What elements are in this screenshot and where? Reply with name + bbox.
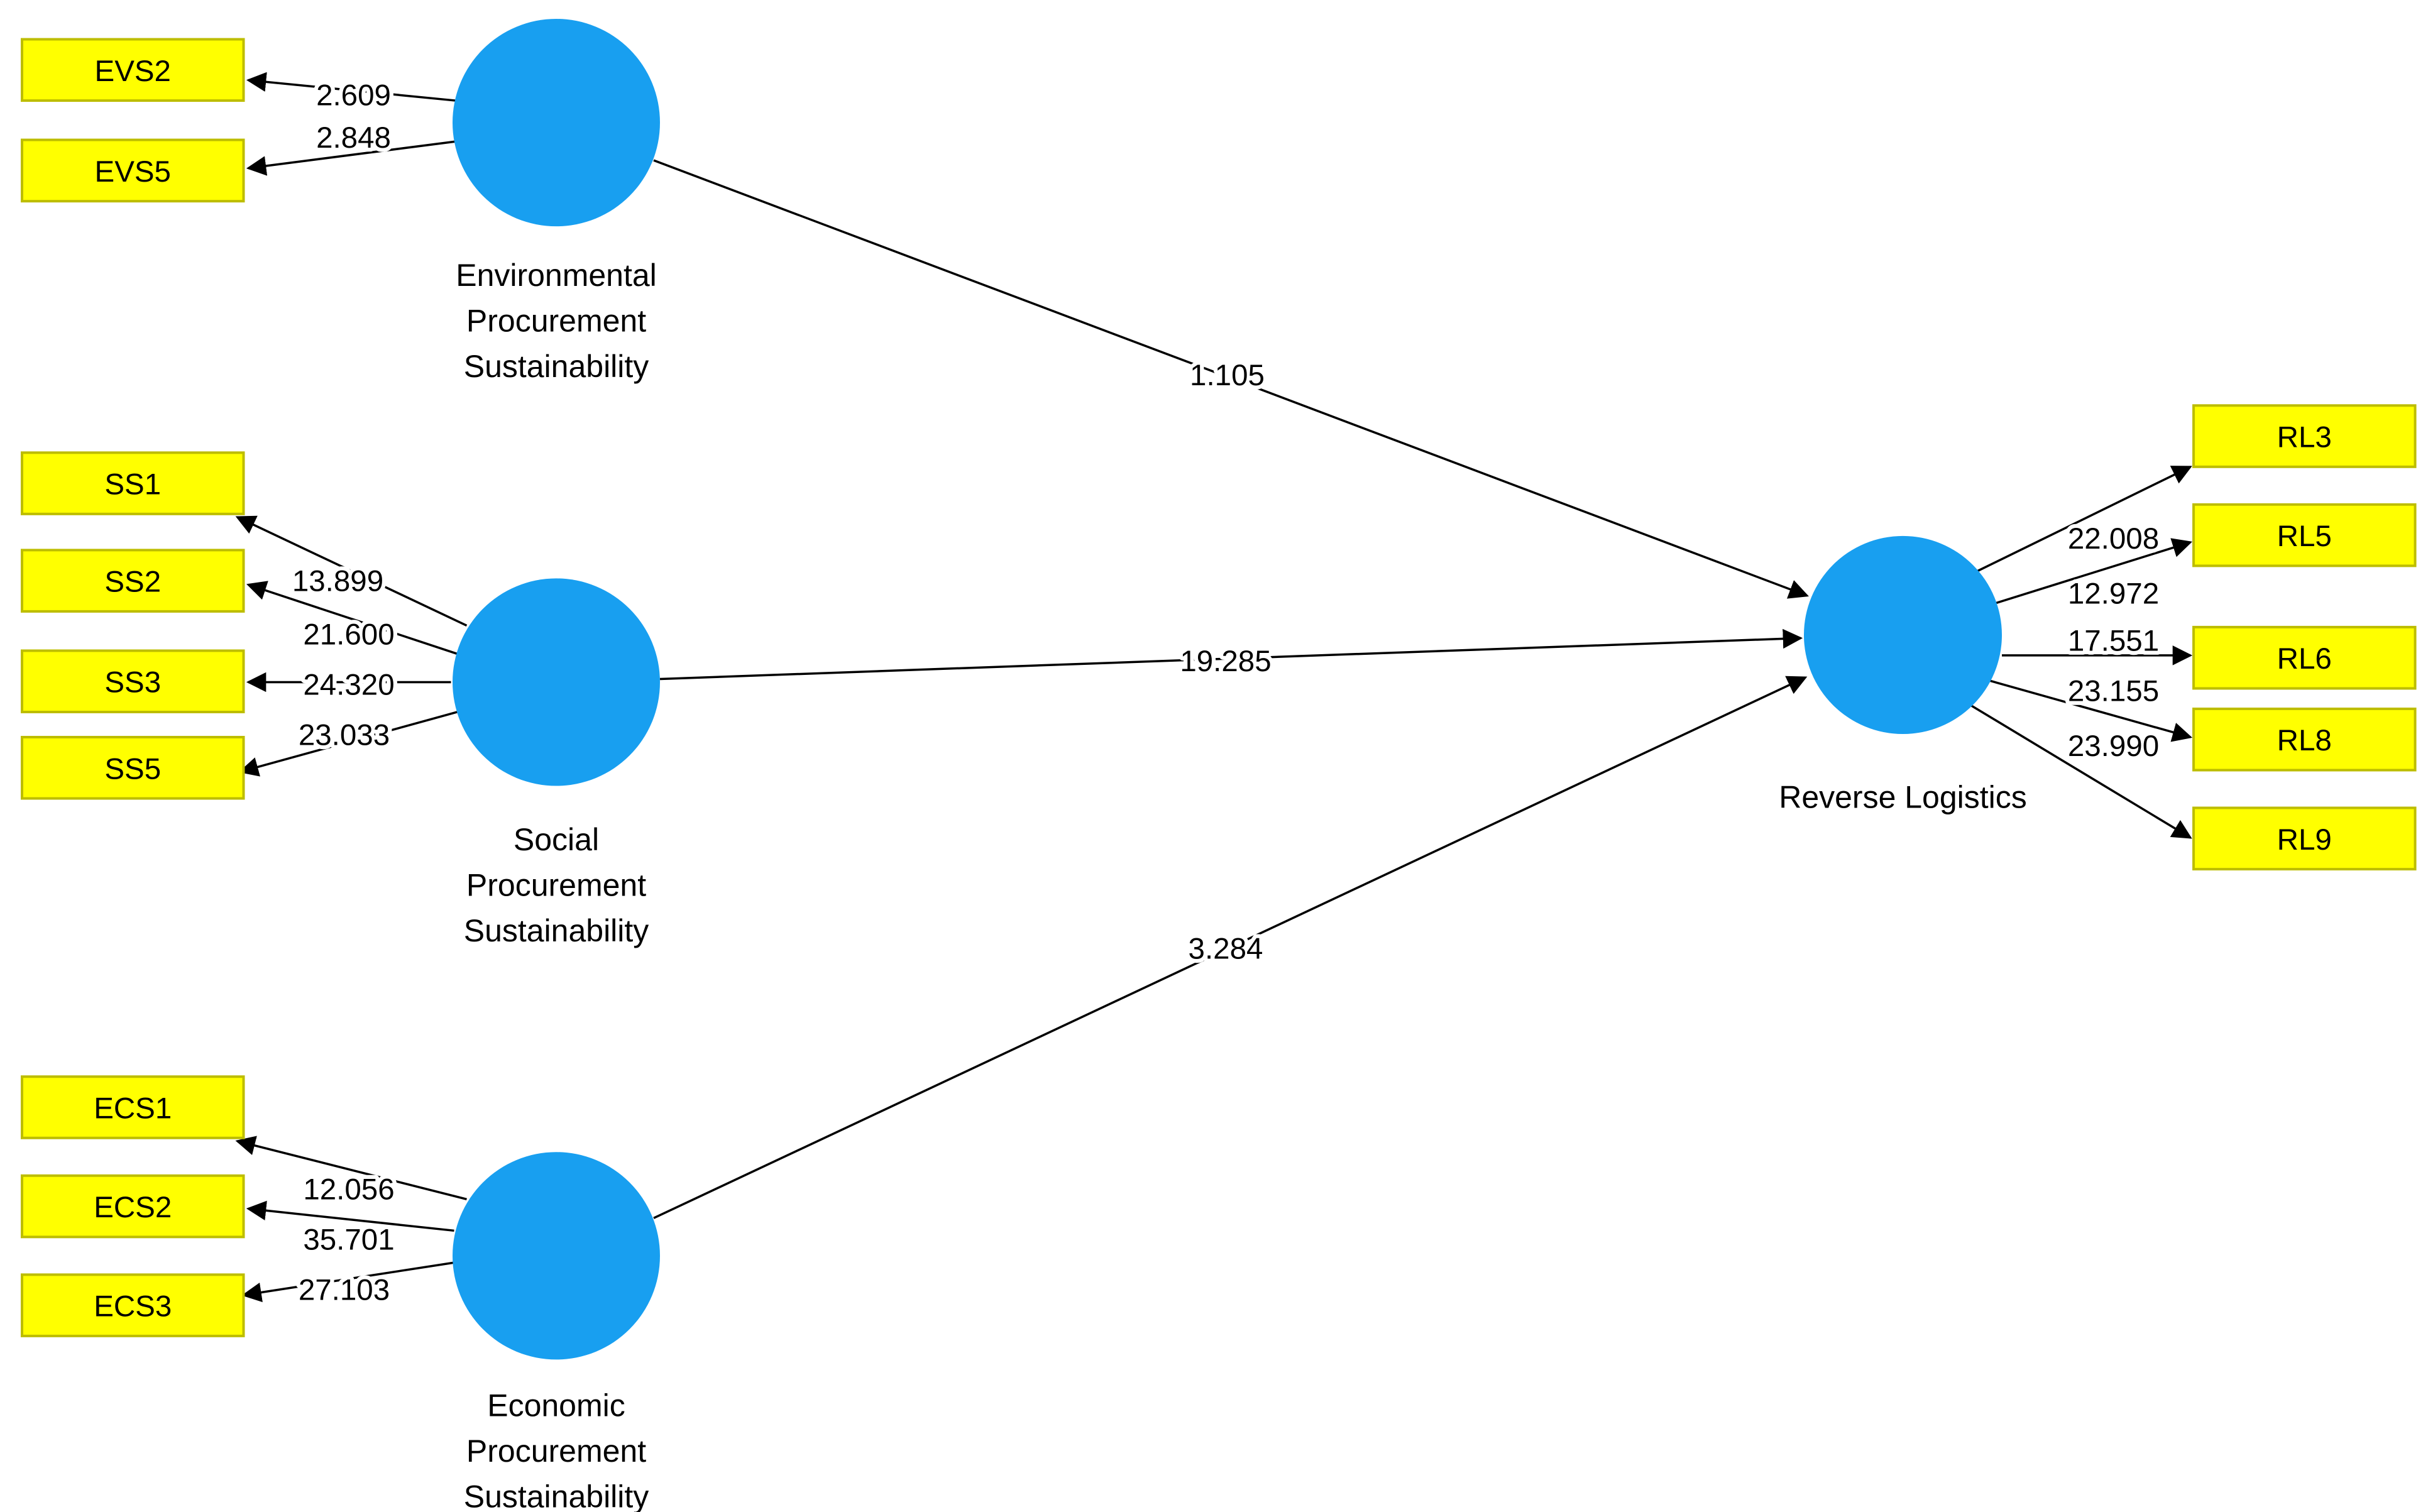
indicator-box-EVS5 [21, 138, 245, 203]
path-arrow-SPS-RL [659, 628, 1803, 681]
loading-arrow-RL-RL5 [1989, 538, 2193, 606]
indicator-box-SS1 [21, 451, 245, 515]
loading-arrow-RL-RL8 [1989, 679, 2193, 742]
indicator-label-ECS2: ECS2 [94, 1191, 172, 1224]
loading-arrow-SPS-SS2 [246, 581, 458, 655]
indicator-box-ECS1 [21, 1075, 245, 1139]
latent-node-EPS [453, 19, 660, 227]
indicator-box-SS3 [21, 649, 245, 713]
path-coefficient-EPS-RL: 1.105 [1190, 359, 1265, 392]
indicator-box-RL9 [2192, 806, 2417, 871]
indicator-label-RL5: RL5 [2277, 520, 2332, 553]
indicator-label-ECS3: ECS3 [94, 1290, 172, 1323]
edges-layer [235, 72, 2193, 1303]
latent-caption-ECS-line2: Sustainability [464, 1479, 649, 1512]
latent-nodes-layer: EnvironmentalProcurementSustainabilitySo… [453, 19, 2027, 1512]
latent-caption-EPS-line2: Sustainability [464, 349, 649, 384]
path-coefficient-SPS-RL: 19.285 [1180, 645, 1271, 678]
latent-node-RL [1804, 535, 2002, 734]
loading-arrow-SPS-SS1 [235, 515, 468, 627]
loading-value-ECS-ECS1: 12.056 [303, 1173, 394, 1206]
indicator-box-EVS2 [21, 38, 245, 102]
indicator-box-RL5 [2192, 503, 2417, 567]
indicator-label-EVS5: EVS5 [95, 155, 171, 189]
loading-value-SPS-SS3: 24.320 [303, 668, 394, 701]
loading-value-SPS-SS5: 23.033 [299, 718, 390, 752]
latent-caption-ECS-line1: Procurement [466, 1433, 646, 1469]
loading-value-RL-RL5: 12.972 [2068, 577, 2159, 610]
loading-arrow-RL-RL3 [1968, 466, 2192, 576]
loading-value-SPS-SS1: 13.899 [292, 564, 383, 598]
latent-caption-ECS-line0: Economic [487, 1388, 625, 1423]
loading-arrow-ECS-ECS2 [246, 1200, 454, 1232]
indicator-label-RL3: RL3 [2277, 421, 2332, 454]
loading-arrow-SPS-SS5 [238, 711, 458, 777]
loading-value-RL-RL6: 17.551 [2068, 624, 2159, 657]
indicator-label-SS2: SS2 [104, 566, 161, 599]
loading-value-RL-RL3: 22.008 [2068, 522, 2159, 556]
loading-value-ECS-ECS2: 35.701 [303, 1223, 394, 1256]
loading-value-RL-RL8: 23.155 [2068, 674, 2159, 708]
loading-value-SPS-SS2: 21.600 [303, 618, 394, 651]
indicator-box-ECS2 [21, 1174, 245, 1239]
latent-node-SPS [453, 578, 660, 786]
indicator-label-EVS2: EVS2 [95, 55, 171, 88]
latent-caption-SPS-line1: Procurement [466, 868, 646, 903]
indicator-box-RL3 [2192, 404, 2417, 468]
loading-arrow-RL-RL9 [1968, 703, 2192, 839]
latent-caption-EPS-line0: Environmental [456, 258, 657, 293]
indicator-box-RL6 [2192, 625, 2417, 690]
latent-caption-RL-line0: Reverse Logistics [1779, 780, 2027, 815]
indicator-label-SS5: SS5 [104, 752, 161, 786]
loading-value-ECS-ECS3: 27.103 [299, 1273, 390, 1307]
indicator-label-ECS1: ECS1 [94, 1092, 172, 1125]
loading-value-RL-RL9: 23.990 [2068, 730, 2159, 763]
indicator-label-RL6: RL6 [2277, 642, 2332, 676]
path-arrow-EPS-RL [653, 159, 1809, 599]
loading-arrow-ECS-ECS3 [241, 1261, 458, 1303]
indicator-box-ECS3 [21, 1273, 245, 1337]
latent-node-ECS [453, 1152, 660, 1360]
indicator-box-SS5 [21, 735, 245, 800]
path-coefficient-ECS-RL: 3.284 [1189, 933, 1263, 966]
latent-caption-SPS-line0: Social [514, 822, 599, 857]
indicator-label-SS3: SS3 [104, 666, 161, 699]
loading-arrow-ECS-ECS1 [235, 1136, 467, 1200]
indicator-label-SS1: SS1 [104, 468, 161, 501]
latent-caption-EPS-line1: Procurement [466, 304, 646, 339]
loading-value-EPS-EVS2: 2.609 [316, 79, 391, 112]
loading-arrow-EPS-EVS5 [246, 140, 456, 176]
path-arrow-ECS-RL [653, 676, 1808, 1219]
indicator-label-RL8: RL8 [2277, 724, 2332, 757]
indicator-box-RL8 [2192, 707, 2417, 772]
loading-value-EPS-EVS5: 2.848 [316, 121, 391, 155]
loading-arrow-EPS-EVS2 [246, 72, 456, 102]
edge-values-layer: 2.609 2.848 13.899 21.600 24.320 23.033 12.056… [288, 75, 2163, 1310]
indicator-label-RL9: RL9 [2277, 823, 2332, 857]
indicator-box-SS2 [21, 549, 245, 613]
latent-caption-SPS-line2: Sustainability [464, 913, 649, 948]
